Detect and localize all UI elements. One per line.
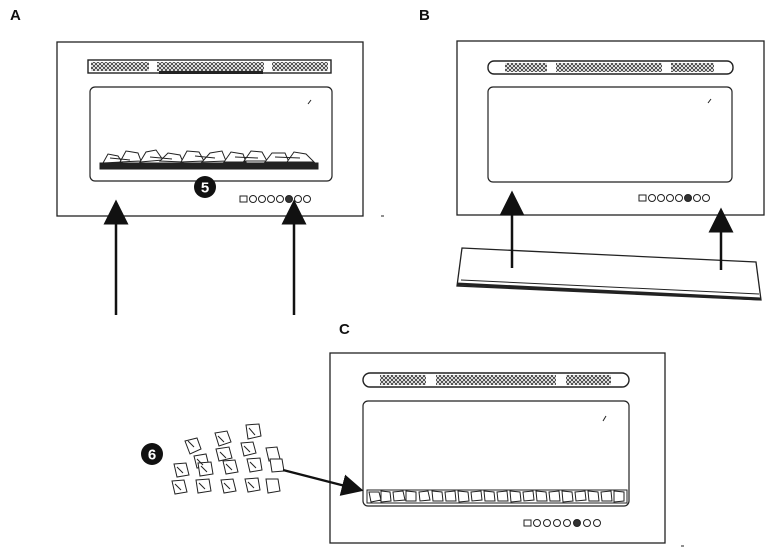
fireplace-a (56, 41, 364, 217)
window-tick-mark (307, 99, 312, 105)
fireplace-c (329, 352, 666, 544)
glass-window (487, 86, 733, 183)
panel-a: A (10, 7, 384, 315)
panel-b: B (419, 7, 765, 301)
crystal-bed (99, 149, 319, 170)
crystal-row (366, 489, 628, 504)
glass-window (362, 400, 630, 507)
window-tick-mark (602, 415, 607, 422)
top-vent (87, 59, 332, 74)
loose-crystal-pile (171, 423, 285, 495)
top-vent (487, 60, 734, 75)
wall-bracket-rail (456, 247, 762, 301)
window-tick-mark (707, 98, 712, 104)
callout-6-number: 6 (148, 447, 156, 464)
callout-6: 6 (141, 443, 163, 465)
top-vent (362, 372, 630, 388)
control-buttons (638, 194, 710, 202)
panel-label-b: B (419, 7, 430, 24)
panel-c: C (141, 321, 684, 547)
control-buttons (523, 519, 601, 527)
callout-5: 5 (194, 176, 216, 198)
panel-label-c: C (339, 321, 350, 338)
panel-label-a: A (10, 7, 21, 24)
fireplace-b (456, 40, 765, 216)
callout-5-number: 5 (201, 180, 209, 197)
insert-crystals-arrow (282, 468, 364, 496)
